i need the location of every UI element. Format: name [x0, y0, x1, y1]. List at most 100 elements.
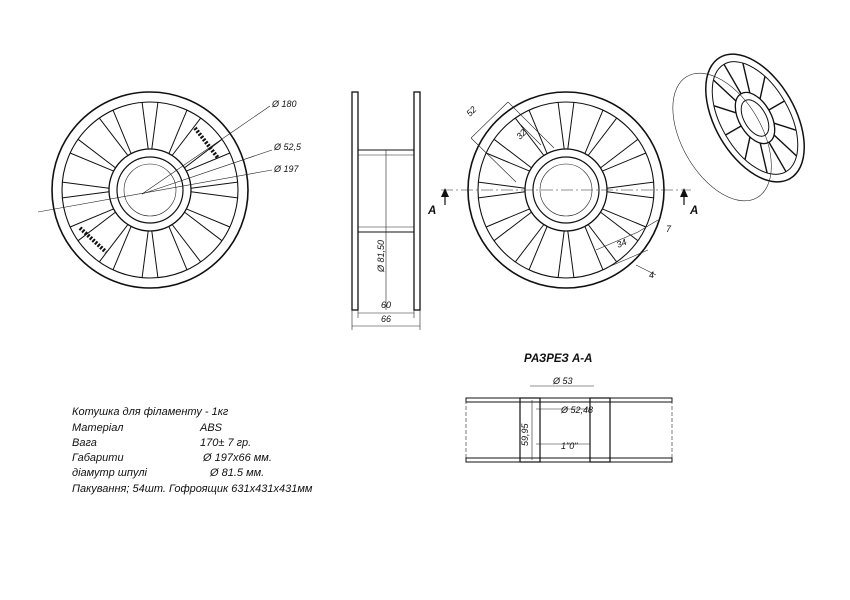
callout-34-line-a — [595, 231, 639, 251]
spoke-edge-5-1 — [69, 208, 114, 228]
iso-front-flange-inner — [711, 61, 799, 175]
spokes-group-2 — [478, 102, 654, 278]
spoke-edge-10-1 — [587, 117, 618, 156]
iso-spoke-0 — [768, 100, 785, 111]
hub-inner-circle — [116, 156, 184, 224]
spoke-edge-3-1 — [141, 230, 149, 278]
section-aa-view — [465, 385, 673, 463]
dim-d53: Ø 53 — [552, 376, 573, 386]
spoke-edge-7-0 — [485, 152, 530, 172]
spoke-edge-5-0 — [493, 211, 532, 242]
callout-32-line — [520, 124, 542, 146]
spoke-edge-8-1 — [112, 109, 132, 154]
spoke-edge-1-1 — [600, 211, 639, 242]
dim-d197: Ø 197 — [273, 164, 300, 174]
section-marker-left: A — [427, 205, 436, 217]
spool-side-view — [351, 91, 421, 330]
spoke-edge-6-1 — [478, 181, 526, 189]
spec-value-material: ABS — [199, 422, 223, 434]
spec-value-weight: 170± 7 гр. — [200, 437, 251, 449]
iso-spoke-11 — [759, 76, 766, 100]
spoke-edge-3-1 — [557, 230, 565, 278]
spoke-edge-11-1 — [186, 152, 231, 172]
iso-spoke-2 — [773, 134, 798, 157]
iso-hub-outer — [734, 91, 776, 145]
iso-spoke-6 — [725, 125, 742, 136]
dim-a34: 34 — [615, 237, 628, 250]
spool-front-view — [37, 91, 273, 289]
spoke-edge-8-0 — [514, 117, 545, 156]
spoke-edge-11-1 — [602, 152, 647, 172]
leader-d52 — [141, 149, 273, 195]
hub-wall-right — [589, 397, 611, 463]
spokes-group — [62, 102, 238, 278]
hub-outer-circle — [108, 148, 192, 232]
bottom-flange-section — [465, 457, 673, 463]
spoke-edge-2-1 — [168, 226, 188, 271]
iso-spoke-1 — [773, 122, 797, 131]
spoke-edge-10-0 — [584, 109, 604, 154]
callout-52-line-b — [507, 101, 555, 149]
spoke-edge-0-1 — [606, 191, 654, 199]
dim-a4: 4 — [649, 270, 654, 280]
section-arrow-left — [441, 188, 449, 205]
spoke-edge-2-0 — [171, 224, 202, 263]
leader-d180 — [141, 105, 271, 195]
spoke-edge-10-1 — [171, 117, 202, 156]
spec-value-spool-diameter: Ø 81.5 мм. — [209, 467, 264, 479]
callout-52-line-c — [470, 137, 517, 183]
hatched-slot-bottom — [78, 226, 108, 254]
spoke-edge-5-1 — [485, 208, 530, 228]
callout-4-line — [635, 264, 657, 276]
spoke-edge-6-0 — [62, 191, 110, 199]
bore-circle — [123, 163, 177, 217]
iso-spoke-7 — [713, 105, 737, 114]
spoke-edge-7-1 — [493, 138, 532, 169]
spoke-edge-3-0 — [151, 230, 159, 278]
spec-packing: Пакування; 54шт. Гофроящик 631х431х431мм — [72, 483, 313, 495]
iso-spokes-group — [712, 62, 798, 174]
spoke-edge-8-0 — [98, 117, 129, 156]
spec-label-material: Матеріал — [72, 422, 123, 434]
dim-w66: 66 — [381, 314, 391, 324]
spoke-edge-4-1 — [514, 224, 545, 263]
spoke-edge-2-1 — [584, 226, 604, 271]
hatched-slot-top — [193, 126, 220, 160]
iso-front-flange — [705, 53, 805, 183]
dim-d180: Ø 180 — [271, 99, 297, 109]
iso-spoke-8 — [712, 79, 737, 102]
dim-d8150: Ø 81,50 — [376, 240, 386, 273]
spec-block: Котушка для філаменту - 1кг Матеріал ABS… — [72, 406, 313, 495]
callout-7-line — [637, 219, 659, 233]
callout-34-line-b — [605, 249, 649, 269]
spoke-edge-4-0 — [528, 226, 548, 271]
spoke-edge-0-0 — [190, 181, 238, 189]
spoke-edge-1-0 — [602, 208, 647, 228]
spoke-edge-0-1 — [190, 191, 238, 199]
spool-section-marked-view — [441, 91, 691, 289]
spoke-edge-5-0 — [77, 211, 116, 242]
dim-d5248: Ø 52,48 — [560, 405, 593, 415]
iso-spoke-9 — [723, 63, 742, 95]
inner-flange-circle — [61, 101, 239, 279]
leader-d197 — [37, 169, 273, 213]
left-flange — [351, 91, 359, 311]
spoke-edge-6-0 — [478, 191, 526, 199]
spoke-edge-9-1 — [151, 102, 159, 150]
iso-back-flange — [672, 72, 772, 202]
spoke-edge-10-0 — [168, 109, 188, 154]
spec-value-dimensions: Ø 197х66 мм. — [202, 452, 272, 464]
dim-h5995: 59,95 — [520, 422, 530, 446]
spoke-edge-1-1 — [184, 211, 223, 242]
spoke-edge-9-1 — [567, 102, 575, 150]
spoke-edge-4-1 — [98, 224, 129, 263]
spec-label-spool-diameter: діамутр шпулі — [72, 467, 148, 479]
spec-label-weight: Вага — [72, 437, 97, 449]
section-arrow-right — [680, 188, 688, 205]
dim-d52: Ø 52,5 — [273, 142, 302, 152]
dim-a7: 7 — [666, 224, 672, 234]
spoke-edge-2-0 — [587, 224, 618, 263]
spoke-edge-11-0 — [184, 138, 223, 169]
spoke-edge-9-0 — [141, 102, 149, 150]
